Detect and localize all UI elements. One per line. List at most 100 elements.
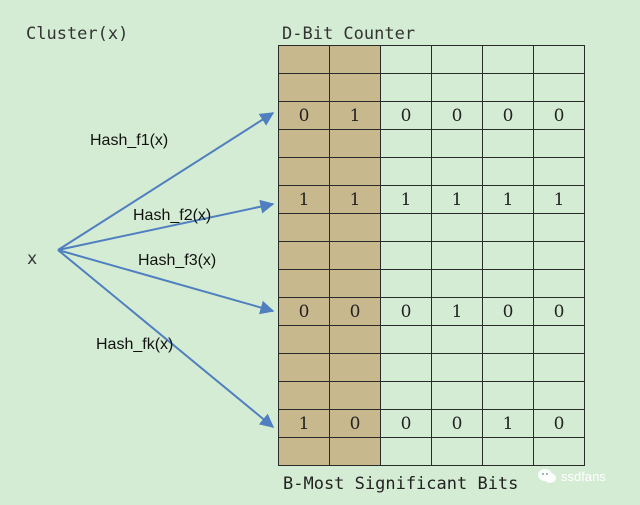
grid-cell [329,269,381,298]
grid-cell [431,241,483,270]
grid-cell [533,129,585,158]
grid-cell [431,325,483,354]
grid-cell [278,157,330,186]
hash-fk-label: Hash_fk(x) [96,336,174,353]
grid-cell: 0 [533,297,585,326]
grid-cell: 1 [380,185,432,214]
grid-cell [431,213,483,242]
grid-cell [533,213,585,242]
arrow-fk [57,249,275,428]
grid-cell [431,381,483,410]
grid-row [278,437,585,466]
grid-cell [329,129,381,158]
grid-cell: 1 [431,297,483,326]
grid-cell [533,325,585,354]
grid-row [278,269,585,298]
grid-cell [329,325,381,354]
input-x-label: x [27,249,38,269]
arrow-f1 [57,112,275,251]
hash-f1-label: Hash_f1(x) [90,132,169,149]
grid-cell [278,325,330,354]
arrow-f3 [57,249,275,315]
grid-row [278,73,585,102]
counter-title: D-Bit Counter [282,24,416,44]
grid-cell [329,437,381,466]
grid-cell [380,129,432,158]
grid-cell: 1 [329,101,381,130]
grid-cell: 0 [533,409,585,438]
grid-cell [431,129,483,158]
grid-cell [278,213,330,242]
watermark: ssdfans [561,469,606,484]
grid-cell [431,437,483,466]
grid-cell: 1 [278,185,330,214]
grid-cell [380,353,432,382]
grid-cell [482,437,534,466]
footer-label: B-Most Significant Bits [283,474,519,494]
grid-cell [482,45,534,74]
grid-row [278,353,585,382]
grid-cell [482,353,534,382]
grid-cell [482,381,534,410]
wechat-icon [538,469,556,483]
hash-f2-label: Hash_f2(x) [133,207,212,224]
grid-cell [533,381,585,410]
grid-row [278,129,585,158]
grid-cell [329,157,381,186]
grid-cell [329,45,381,74]
grid-cell [380,437,432,466]
grid-cell [329,213,381,242]
grid-cell [278,269,330,298]
grid-cell: 0 [431,409,483,438]
grid-cell [533,45,585,74]
grid-cell [380,381,432,410]
grid-cell [482,157,534,186]
grid-cell [431,269,483,298]
grid-cell [380,45,432,74]
grid-cell [533,437,585,466]
grid-cell: 0 [329,297,381,326]
grid-cell: 0 [380,409,432,438]
grid-cell [431,157,483,186]
grid-cell [431,73,483,102]
grid-cell [380,269,432,298]
grid-cell [482,213,534,242]
grid-row [278,213,585,242]
grid-cell: 1 [431,185,483,214]
grid-cell [278,381,330,410]
grid-cell: 0 [482,101,534,130]
grid-cell [329,353,381,382]
grid-cell: 0 [533,101,585,130]
grid-cell [482,269,534,298]
grid-cell [533,157,585,186]
grid-cell [431,353,483,382]
grid-cell: 1 [533,185,585,214]
grid-row [278,325,585,354]
grid-cell [278,353,330,382]
grid-cell [431,45,483,74]
grid-cell [533,241,585,270]
cluster-label: Cluster(x) [26,24,129,44]
grid-cell: 0 [380,297,432,326]
grid-cell [278,437,330,466]
grid-cell [380,241,432,270]
grid-cell [533,73,585,102]
grid-cell [380,73,432,102]
grid-cell [533,269,585,298]
grid-row [278,241,585,270]
grid-cell [482,241,534,270]
grid-cell [482,73,534,102]
grid-cell [278,129,330,158]
grid-cell [380,157,432,186]
grid-cell [380,325,432,354]
grid-cell [329,241,381,270]
grid-cell [482,325,534,354]
grid-cell: 0 [482,297,534,326]
grid-row [278,157,585,186]
